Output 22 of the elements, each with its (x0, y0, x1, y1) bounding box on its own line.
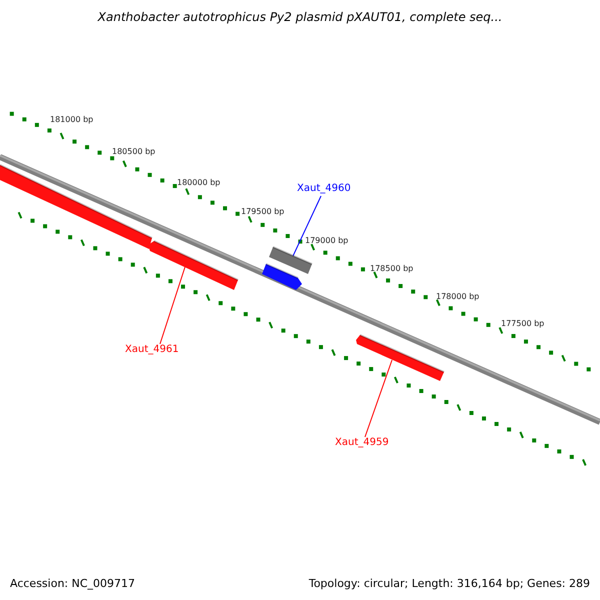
gene-feature-bar (0, 165, 152, 249)
gene-label: Xaut_4960 (297, 183, 351, 195)
position-label: 179000 bp (305, 236, 348, 246)
position-label: 180500 bp (112, 147, 156, 157)
position-label: 181000 bp (50, 115, 94, 125)
leader-line (292, 196, 322, 256)
position-label: 178500 bp (370, 264, 414, 274)
position-label: 180000 bp (177, 178, 220, 188)
footer-text: Topology: circular; Length: 316,164 bp; Genes: 289 (308, 577, 590, 590)
position-label: 179500 bp (241, 207, 284, 217)
footer-text: Accession: NC_009717 (10, 577, 136, 590)
gene-feature-bar (356, 335, 444, 381)
leader-line (160, 266, 186, 344)
gene-feature-bar (148, 241, 238, 290)
title: Xanthobacter autotrophicus Py2 plasmid pXAUT01, complete seq... (96, 10, 504, 24)
leader-line (364, 360, 392, 438)
position-label: 177500 bp (501, 319, 544, 329)
gene-feature-bar (262, 264, 302, 290)
gene-label: Xaut_4959 (335, 437, 389, 449)
gene-label: Xaut_4961 (125, 344, 179, 356)
gene-feature-bar (269, 247, 312, 274)
position-label: 178000 bp (436, 292, 480, 302)
